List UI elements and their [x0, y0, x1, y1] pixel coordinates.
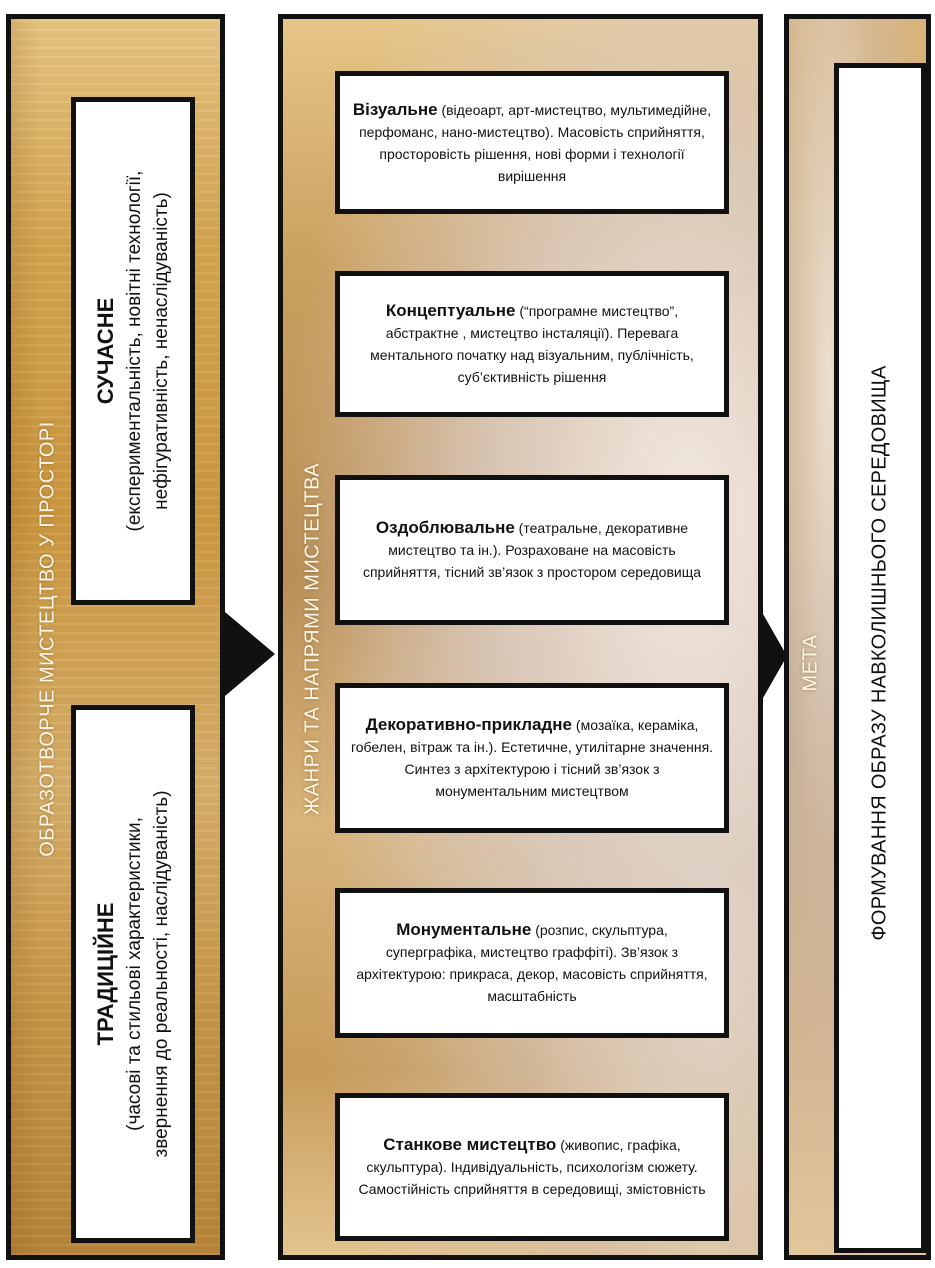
arrow-right-icon: [225, 612, 275, 696]
goal-text: ФОРМУВАННЯ ОБРАЗУ НАВКОЛИШНЬОГО СЕРЕДОВИ…: [868, 365, 891, 941]
traditional-art-desc-line1: (часові та стильові характеристики,: [124, 817, 145, 1131]
art-in-space-column: ОБРАЗОТВОРЧЕ МИСТЕЦТВО У ПРОСТОРІ СУЧАСН…: [6, 14, 225, 1260]
genre-name: Монументальне: [396, 920, 532, 939]
genre-box-applied-arts: Декоративно-прикладне (мозаїка, кераміка…: [335, 683, 729, 833]
traditional-art-title: ТРАДИЦІЙНЕ: [93, 902, 118, 1046]
goal-box: ФОРМУВАННЯ ОБРАЗУ НАВКОЛИШНЬОГО СЕРЕДОВИ…: [834, 63, 926, 1253]
genre-description: (відеоарт, арт-мистецтво, мультимедійне,…: [359, 101, 712, 184]
genres-column: ЖАНРИ ТА НАПРЯМИ МИСТЕЦТВА Візуальне (ві…: [278, 14, 763, 1260]
genre-text: Візуальне (відеоарт, арт-мистецтво, муль…: [350, 99, 714, 187]
goal-column: МЕТА ФОРМУВАННЯ ОБРАЗУ НАВКОЛИШНЬОГО СЕР…: [784, 14, 931, 1260]
modern-art-desc-line1: (експериментальність, новітні технології…: [124, 170, 145, 532]
modern-art-title: СУЧАСНЕ: [93, 297, 118, 405]
genre-box-easel-art: Станкове мистецтво (живопис, графіка, ск…: [335, 1093, 729, 1241]
genre-description: (“програмне мистецтво”, абстрактне , мис…: [370, 303, 694, 385]
genres-label: ЖАНРИ ТА НАПРЯМИ МИСТЕЦТВА: [301, 462, 324, 816]
genre-box-decorative-finishing: Оздоблювальне (театральне, декоративне м…: [335, 475, 729, 625]
arrow-right-icon: [763, 614, 787, 698]
genre-box-conceptual: Концептуальне (“програмне мистецтво”, аб…: [335, 271, 729, 417]
genre-text: Концептуальне (“програмне мистецтво”, аб…: [350, 300, 714, 388]
traditional-art-desc-line2: звернення до реальності, наслідуваність): [151, 790, 172, 1158]
goal-label: МЕТА: [799, 634, 822, 692]
genre-name: Візуальне: [352, 99, 438, 119]
modern-art-text: СУЧАСНЕ (експериментальність, новітні те…: [91, 171, 175, 532]
modern-art-desc-line2: нефігуративність, ненаслідуваність): [151, 192, 172, 510]
modern-art-box: СУЧАСНЕ (експериментальність, новітні те…: [71, 97, 195, 605]
genre-description: (розпис, скульптура, суперграфіка, мисте…: [356, 922, 708, 1004]
genre-box-visual: Візуальне (відеоарт, арт-мистецтво, муль…: [335, 71, 729, 214]
genre-description: (мозаїка, кераміка, гобелен, вітраж та і…: [350, 717, 714, 799]
genre-text: Монументальне (розпис, скульптура, супер…: [350, 919, 714, 1007]
art-in-space-label: ОБРАЗОТВОРЧЕ МИСТЕЦТВО У ПРОСТОРІ: [36, 421, 59, 857]
genre-text: Станкове мистецтво (живопис, графіка, ск…: [350, 1134, 714, 1200]
traditional-art-text: ТРАДИЦІЙНЕ (часові та стильові характери…: [91, 790, 175, 1157]
genre-text: Оздоблювальне (театральне, декоративне м…: [350, 517, 714, 583]
genre-text: Декоративно-прикладне (мозаїка, кераміка…: [350, 714, 714, 802]
genre-name: Декоративно-прикладне: [365, 715, 573, 734]
genre-name: Станкове мистецтво: [383, 1135, 557, 1154]
traditional-art-box: ТРАДИЦІЙНЕ (часові та стильові характери…: [71, 705, 195, 1243]
genre-box-monumental: Монументальне (розпис, скульптура, супер…: [335, 888, 729, 1038]
genre-description: (живопис, графіка, скульптура). Індивіду…: [358, 1137, 706, 1197]
genre-description: (театральне, декоративне мистецтво та ін…: [362, 520, 702, 580]
genre-name: Концептуальне: [385, 301, 516, 320]
genre-name: Оздоблювальне: [375, 518, 515, 537]
